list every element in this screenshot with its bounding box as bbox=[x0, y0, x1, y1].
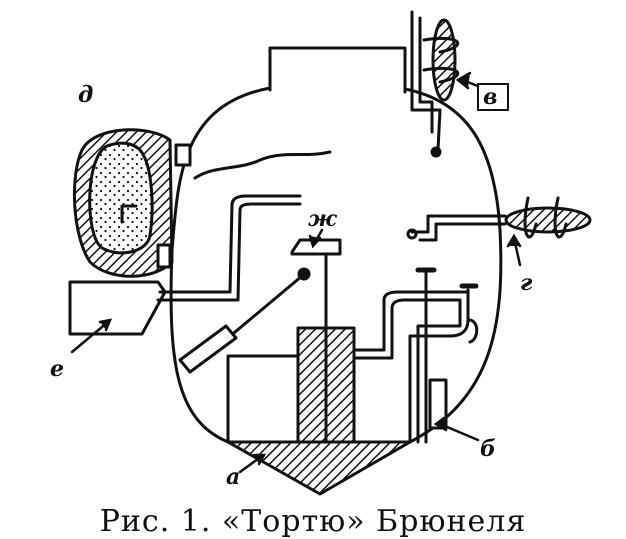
label-v: в bbox=[483, 84, 497, 110]
horizontal-screw-shaft bbox=[410, 214, 507, 234]
valve-pipe bbox=[352, 290, 470, 352]
label-a: а bbox=[226, 464, 240, 490]
vertical-screw bbox=[431, 18, 457, 102]
leader-e bbox=[70, 320, 110, 354]
vertical-screw-shaft bbox=[410, 10, 442, 152]
label-g: г bbox=[520, 270, 533, 296]
upper-cable bbox=[193, 150, 332, 180]
figure-caption: Рис. 1. «Тортю» Брюнеля bbox=[99, 504, 527, 539]
air-tank-inner bbox=[88, 141, 154, 255]
label-b: б bbox=[480, 436, 496, 462]
label-zh: ж bbox=[308, 206, 338, 232]
conning-tower bbox=[268, 46, 407, 94]
pipe-left bbox=[158, 194, 302, 294]
inner-box bbox=[226, 354, 300, 444]
horizontal-screw bbox=[504, 206, 592, 234]
label-e: е bbox=[50, 356, 64, 382]
external-box bbox=[68, 280, 167, 336]
valve-chamber bbox=[428, 378, 448, 430]
piston bbox=[178, 324, 238, 374]
ballast-keel bbox=[226, 440, 412, 496]
control-plate bbox=[290, 238, 342, 256]
label-d: д bbox=[78, 82, 93, 108]
leader-b bbox=[438, 422, 480, 442]
